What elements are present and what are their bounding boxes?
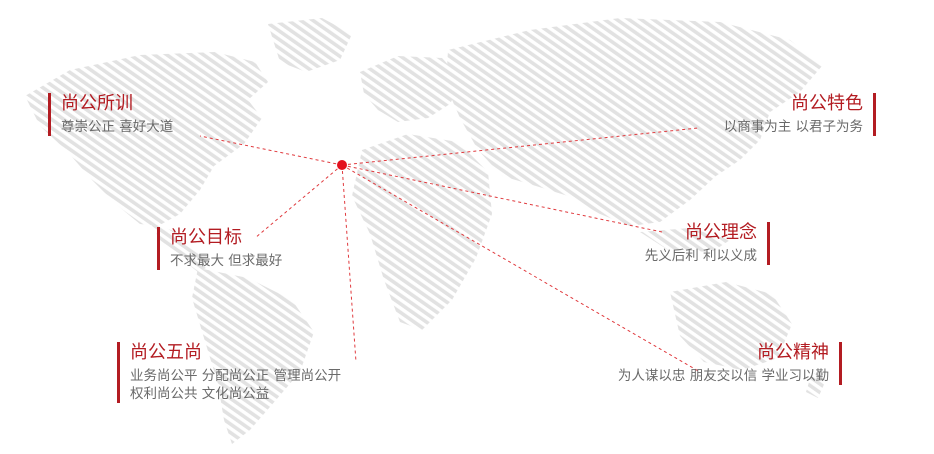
- continent-central-america: [150, 222, 210, 272]
- node-concept-title: 尚公理念: [685, 222, 757, 243]
- node-features-title: 尚公特色: [791, 93, 863, 114]
- node-goal-text: 不求最大 但求最好: [170, 253, 283, 269]
- continent-asia: [446, 18, 822, 226]
- node-training-title: 尚公所训: [61, 93, 133, 114]
- node-five: 尚公五尚 业务尚公平 分配尚公正 管理尚公开 权利尚公共 文化尚公益: [117, 342, 341, 403]
- node-goal: 尚公目标 不求最大 但求最好: [157, 227, 282, 270]
- node-features-text: 以商事为主 以君子为务: [723, 119, 863, 135]
- hub-dot: [337, 160, 347, 170]
- continent-south-america: [192, 268, 314, 444]
- connector-training: [199, 135, 343, 166]
- connector-concept: [341, 164, 663, 233]
- node-training: 尚公所训 尊崇公正 喜好大道: [48, 93, 173, 136]
- node-concept: 尚公理念 先义后利 利以义成: [645, 222, 770, 265]
- continent-australia: [670, 282, 792, 370]
- node-spirit-title: 尚公精神: [757, 342, 829, 363]
- continent-indonesia: [640, 228, 730, 252]
- connector-goal: [254, 164, 343, 239]
- node-concept-text: 先义后利 利以义成: [644, 248, 757, 264]
- node-spirit: 尚公精神 为人谋以忠 朋友交以信 学业习以勤: [618, 342, 842, 385]
- node-goal-title: 尚公目标: [170, 227, 242, 248]
- continent-new-zealand: [806, 372, 826, 398]
- connector-spirit: [341, 164, 701, 373]
- continent-north-america: [25, 52, 268, 226]
- continent-greenland: [268, 18, 352, 72]
- node-five-title: 尚公五尚: [130, 342, 202, 363]
- node-spirit-text: 为人谋以忠 朋友交以信 学业习以勤: [617, 368, 829, 384]
- connector-five: [341, 164, 357, 363]
- node-five-text-1: 业务尚公平 分配尚公正 管理尚公开: [130, 368, 342, 384]
- continent-europe: [360, 56, 462, 122]
- node-five-text-2: 权利尚公共 文化尚公益: [130, 386, 270, 402]
- node-training-text: 尊崇公正 喜好大道: [61, 119, 174, 135]
- continent-africa: [352, 134, 492, 330]
- node-features: 尚公特色 以商事为主 以君子为务: [724, 93, 876, 136]
